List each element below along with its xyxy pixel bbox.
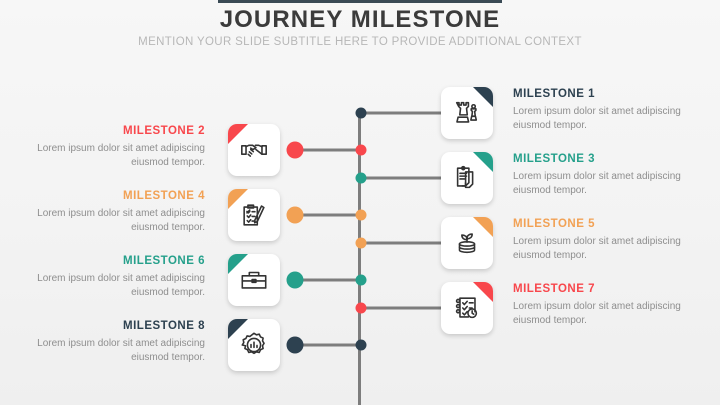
milestone-text-block-1: MILESTONE 1 Lorem ipsum dolor sit amet ad…	[513, 88, 683, 133]
timeline-branch-6	[295, 278, 360, 282]
milestone-description-4: Lorem ipsum dolor sit amet adipiscing ei…	[37, 207, 205, 233]
handshake-icon	[239, 135, 269, 165]
page-title: JOURNEY MILESTONE	[219, 6, 501, 33]
milestone-text-block-7: MILESTONE 7 Lorem ipsum dolor sit amet ad…	[513, 283, 683, 328]
timeline-spine	[358, 113, 361, 405]
corner-fold-7	[473, 282, 493, 302]
spine-dot-7	[355, 302, 367, 314]
milestone-description-3: Lorem ipsum dolor sit amet adipiscing ei…	[513, 170, 681, 196]
gear-chart-icon	[239, 330, 269, 360]
timeline-branch-7	[359, 306, 471, 310]
milestone-description-7: Lorem ipsum dolor sit amet adipiscing ei…	[513, 300, 681, 326]
milestone-icon-card-2[interactable]	[228, 124, 280, 176]
milestone-icon-card-6[interactable]	[228, 254, 280, 306]
timeline-branch-4	[295, 213, 360, 217]
milestone-label-6: MILESTONE 6	[123, 255, 205, 267]
milestone-description-8: Lorem ipsum dolor sit amet adipiscing ei…	[37, 337, 205, 363]
milestone-icon-card-5[interactable]	[441, 217, 493, 269]
milestone-label-2: MILESTONE 2	[123, 125, 205, 137]
chess-pieces-icon	[452, 98, 482, 128]
corner-fold-8	[228, 319, 248, 339]
milestone-label-8: MILESTONE 8	[123, 320, 205, 332]
clipboard-pen-icon	[239, 200, 269, 230]
milestone-icon-card-8[interactable]	[228, 319, 280, 371]
timeline-branch-1	[359, 111, 471, 115]
corner-fold-4	[228, 189, 248, 209]
node-dot-8[interactable]	[286, 336, 304, 354]
milestone-icon-card-1[interactable]	[441, 87, 493, 139]
timeline-branch-8	[295, 343, 360, 347]
spine-dot-8	[355, 339, 367, 351]
spine-dot-1	[355, 107, 367, 119]
node-dot-6[interactable]	[286, 271, 304, 289]
milestone-description-6: Lorem ipsum dolor sit amet adipiscing ei…	[37, 272, 205, 298]
timeline-branch-5	[359, 241, 471, 245]
milestone-icon-card-4[interactable]	[228, 189, 280, 241]
milestone-text-block-8: MILESTONE 8 Lorem ipsum dolor sit amet ad…	[35, 320, 205, 365]
title-rule	[218, 0, 502, 3]
milestone-label-5: MILESTONE 5	[513, 218, 595, 230]
timeline-branch-3	[359, 176, 471, 180]
checklist-clock-icon	[452, 293, 482, 323]
spine-dot-4	[355, 209, 367, 221]
milestone-text-block-4: MILESTONE 4 Lorem ipsum dolor sit amet ad…	[35, 190, 205, 235]
timeline-branch-2	[295, 148, 360, 152]
milestone-label-3: MILESTONE 3	[513, 153, 595, 165]
milestone-text-block-6: MILESTONE 6 Lorem ipsum dolor sit amet ad…	[35, 255, 205, 300]
spine-dot-6	[355, 274, 367, 286]
milestone-text-block-3: MILESTONE 3 Lorem ipsum dolor sit amet ad…	[513, 153, 683, 198]
corner-fold-1	[473, 87, 493, 107]
node-dot-4[interactable]	[286, 206, 304, 224]
milestone-label-1: MILESTONE 1	[513, 88, 595, 100]
spine-dot-5	[355, 237, 367, 249]
corner-fold-2	[228, 124, 248, 144]
milestone-label-7: MILESTONE 7	[513, 283, 595, 295]
spine-dot-3	[355, 172, 367, 184]
page-subtitle: MENTION YOUR SLIDE SUBTITLE HERE TO PROV…	[138, 36, 582, 48]
milestone-icon-card-3[interactable]	[441, 152, 493, 204]
milestone-description-5: Lorem ipsum dolor sit amet adipiscing ei…	[513, 235, 681, 261]
corner-fold-3	[473, 152, 493, 172]
plant-coins-icon	[452, 228, 482, 258]
milestone-description-1: Lorem ipsum dolor sit amet adipiscing ei…	[513, 105, 681, 131]
spine-dot-2	[355, 144, 367, 156]
corner-fold-6	[228, 254, 248, 274]
corner-fold-5	[473, 217, 493, 237]
briefcase-icon	[239, 265, 269, 295]
milestone-icon-card-7[interactable]	[441, 282, 493, 334]
milestone-description-2: Lorem ipsum dolor sit amet adipiscing ei…	[37, 142, 205, 168]
milestone-text-block-2: MILESTONE 2 Lorem ipsum dolor sit amet ad…	[35, 125, 205, 170]
documents-icon	[452, 163, 482, 193]
node-dot-2[interactable]	[286, 141, 304, 159]
milestone-label-4: MILESTONE 4	[123, 190, 205, 202]
milestone-text-block-5: MILESTONE 5 Lorem ipsum dolor sit amet ad…	[513, 218, 683, 263]
